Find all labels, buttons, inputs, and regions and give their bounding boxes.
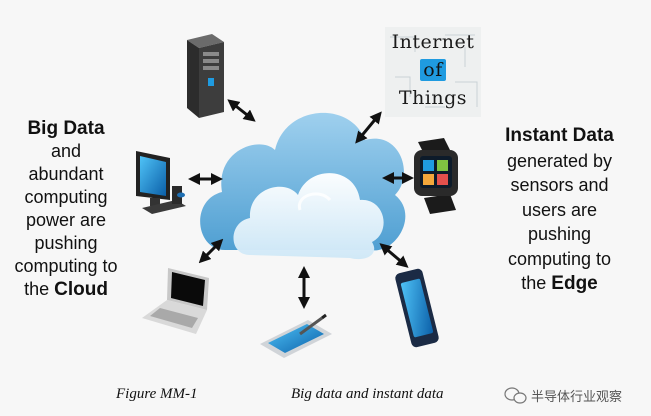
arrows xyxy=(188,99,414,309)
iot-line-of: of xyxy=(420,59,446,81)
smartwatch-icon xyxy=(414,138,458,214)
circuit-pattern xyxy=(390,34,478,108)
laptop-icon xyxy=(142,268,209,334)
left-last-line: the Cloud xyxy=(0,278,132,301)
left-text-block: Big Data and abundant computing power ar… xyxy=(0,117,132,301)
right-heading: Instant Data xyxy=(505,125,614,146)
right-line: pushing xyxy=(527,224,592,244)
wechat-icon xyxy=(504,387,527,404)
right-line: the xyxy=(521,273,547,293)
right-line: computing to xyxy=(507,248,612,269)
desktop-computer-icon xyxy=(136,151,186,214)
left-heading: Big Data xyxy=(27,118,105,139)
tablet-stylus-icon xyxy=(260,313,332,358)
watermark-text: 半导体行业观察 xyxy=(531,389,623,404)
figure-label: Figure MM-1 xyxy=(116,386,198,402)
left-line: and xyxy=(50,141,82,161)
left-line: abundant xyxy=(28,164,104,184)
left-line: computing to xyxy=(14,256,118,276)
left-line: power are xyxy=(25,210,107,230)
left-line: pushing xyxy=(34,233,98,253)
right-emphasis: Edge xyxy=(551,273,598,294)
iot-logo: Internet of Things xyxy=(385,27,481,117)
left-emphasis: Cloud xyxy=(54,279,108,300)
right-last-line: the Edge xyxy=(468,271,651,297)
right-line: users are xyxy=(521,199,598,220)
cloud-icon xyxy=(200,112,406,260)
iot-line-things: Things xyxy=(398,87,468,109)
right-line: generated by xyxy=(506,150,613,171)
right-line: sensors and xyxy=(510,175,609,195)
right-text-block: Instant Data generated by sensors and us… xyxy=(468,124,651,297)
left-line: computing xyxy=(24,187,108,207)
smartphone-icon xyxy=(395,268,439,348)
iot-line-internet: Internet xyxy=(391,31,475,53)
left-line: the xyxy=(24,279,50,299)
server-icon xyxy=(187,34,224,118)
figure-title: Big data and instant data xyxy=(291,386,444,402)
